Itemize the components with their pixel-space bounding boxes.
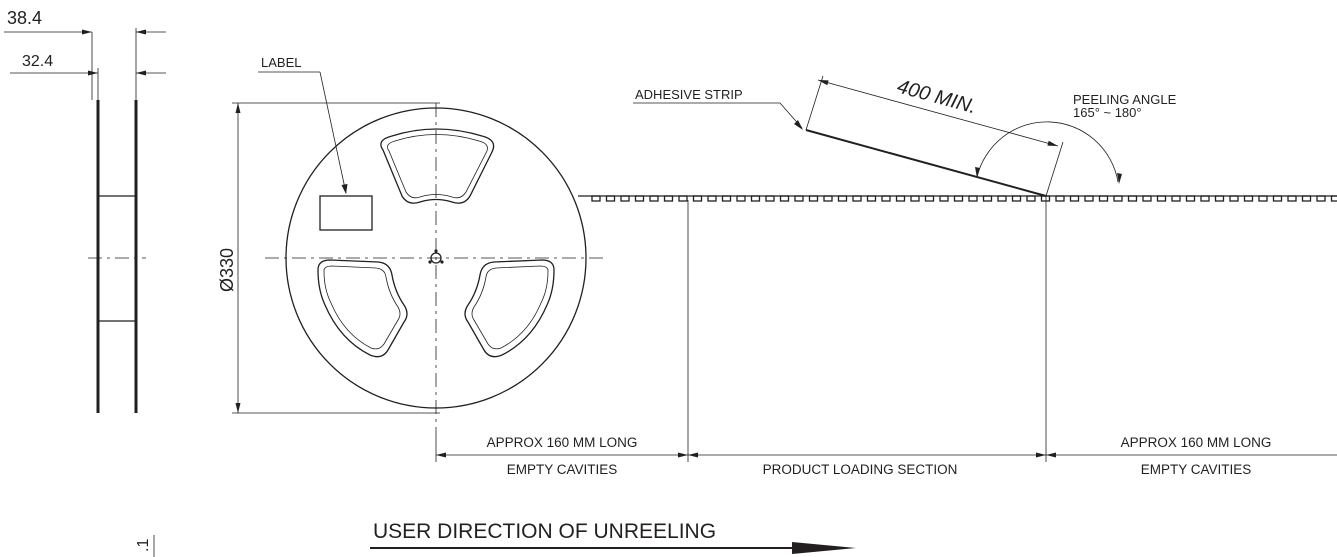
dim-38-4-text: 38.4 xyxy=(7,8,42,28)
section-dimensions: APPROX 160 MM LONG EMPTY CAVITIES PRODUC… xyxy=(436,435,1337,477)
tape-pocket xyxy=(1055,195,1065,202)
cover-tape: ADHESIVE STRIP xyxy=(633,87,1047,197)
tape-pocket xyxy=(939,195,949,202)
tape-pocket xyxy=(750,195,761,202)
tape-pocket xyxy=(1330,195,1337,202)
left-section-top: APPROX 160 MM LONG xyxy=(487,435,638,450)
tape-pocket xyxy=(1127,195,1138,202)
tape-pocket xyxy=(953,195,964,202)
right-section-bottom: EMPTY CAVITIES xyxy=(1141,462,1252,477)
tape-pocket xyxy=(634,195,645,202)
dim-400-min-text: 400 MIN. xyxy=(895,76,979,119)
tape-pocket xyxy=(1026,195,1036,202)
tape-pocket xyxy=(1229,195,1239,202)
tape-pocket xyxy=(1098,195,1109,202)
tape-pocket xyxy=(1258,195,1268,202)
tape-pocket xyxy=(1171,195,1181,202)
tape-pocket xyxy=(678,195,688,202)
reel-front-view xyxy=(265,103,608,430)
tape-pocket xyxy=(881,195,891,202)
tape-pocket xyxy=(692,195,703,202)
tape-pocket xyxy=(591,195,601,202)
tape-pocket xyxy=(1272,195,1283,202)
tape-pocket xyxy=(1301,195,1312,202)
tape-pocket xyxy=(1185,195,1196,202)
tape-pocket xyxy=(1316,195,1326,202)
tape-pocket xyxy=(808,195,819,202)
dim-38-4: 38.4 xyxy=(4,8,166,35)
hub-window-right xyxy=(464,259,555,358)
tape-pocket xyxy=(649,195,659,202)
dim-32-4: 32.4 xyxy=(10,53,166,76)
tape-pocket xyxy=(1011,195,1022,202)
right-section-top: APPROX 160 MM LONG xyxy=(1121,435,1272,450)
tape-pocket xyxy=(605,195,616,202)
adhesive-strip-text: ADHESIVE STRIP xyxy=(635,87,743,102)
corner-mark: .1 xyxy=(135,535,155,557)
carrier-tape xyxy=(578,195,1337,202)
tape-pocket xyxy=(1287,195,1297,202)
peeling-angle: PEELING ANGLE 165° ~ 180° xyxy=(975,92,1177,184)
unreeling-direction: USER DIRECTION OF UNREELING xyxy=(370,520,856,554)
peeling-angle-title: PEELING ANGLE xyxy=(1073,92,1177,107)
tape-pocket xyxy=(736,195,746,202)
label-callout-text: LABEL xyxy=(261,55,301,70)
label-area xyxy=(319,195,373,231)
tape-pocket xyxy=(910,195,920,202)
tape-pocket xyxy=(620,195,630,202)
tape-pocket xyxy=(1243,195,1254,202)
tape-pocket xyxy=(968,195,978,202)
tape-pocket xyxy=(866,195,877,202)
hub-window-top xyxy=(380,128,495,204)
unreeling-direction-text: USER DIRECTION OF UNREELING xyxy=(373,520,716,543)
tape-pocket xyxy=(794,195,804,202)
dim-32-4-text: 32.4 xyxy=(22,53,53,70)
tape-pocket xyxy=(982,195,993,202)
hub-window-left xyxy=(317,259,408,358)
left-section-bottom: EMPTY CAVITIES xyxy=(507,462,618,477)
label-callout: LABEL xyxy=(258,55,348,194)
tape-pocket xyxy=(1214,195,1225,202)
tape-pockets xyxy=(591,195,1337,202)
peeling-angle-value: 165° ~ 180° xyxy=(1073,105,1142,120)
tape-pocket xyxy=(1113,195,1123,202)
tape-pocket xyxy=(779,195,790,202)
tape-pocket xyxy=(707,195,717,202)
tape-pocket xyxy=(895,195,906,202)
tape-pocket xyxy=(1142,195,1152,202)
tape-pocket xyxy=(1156,195,1167,202)
tape-pocket xyxy=(1084,195,1094,202)
tape-pocket xyxy=(823,195,833,202)
tape-pocket xyxy=(1069,195,1080,202)
dim-diameter-text: Ø330 xyxy=(217,248,237,292)
tape-pocket xyxy=(1200,195,1210,202)
tape-pocket xyxy=(663,195,674,202)
tape-pocket xyxy=(837,195,848,202)
tape-pocket xyxy=(924,195,935,202)
tape-pocket xyxy=(721,195,732,202)
dim-400-min: 400 MIN. xyxy=(805,76,1064,197)
tape-pocket xyxy=(765,195,775,202)
tape-pocket xyxy=(997,195,1007,202)
dim-diameter: Ø330 xyxy=(217,102,440,414)
tape-pocket xyxy=(852,195,862,202)
reel-side-view xyxy=(88,28,146,413)
middle-section: PRODUCT LOADING SECTION xyxy=(763,462,958,477)
corner-mark-text: .1 xyxy=(135,539,152,552)
